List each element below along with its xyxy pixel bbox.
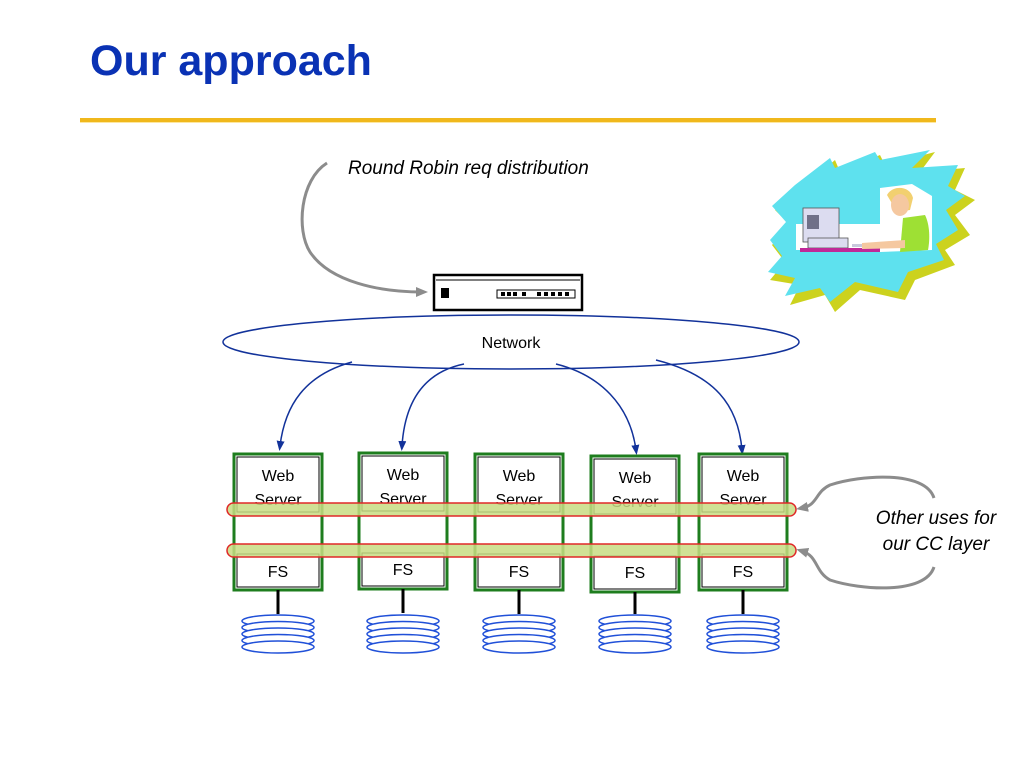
web-server-label: Web (619, 470, 652, 487)
server-node: Web Server FS (357, 451, 449, 613)
disk-stack-icon (598, 614, 672, 654)
round-robin-callout-arrow (300, 161, 428, 297)
network-label: Network (482, 335, 542, 352)
title-divider (80, 118, 936, 123)
other-uses-label-line2: our CC layer (883, 534, 990, 555)
disk-stack-icon (241, 614, 315, 654)
disk-platter (598, 640, 672, 654)
load-balancer-switch (432, 273, 584, 312)
web-server-label: Web (727, 468, 760, 485)
fs-label: FS (733, 564, 753, 581)
disk-platter (241, 640, 315, 654)
disk-stacks (241, 614, 780, 654)
switch-device-icon (432, 273, 584, 312)
web-server-label: Web (262, 468, 295, 485)
server-node: Web Server FS (473, 452, 565, 614)
server-node: Web Server FS (589, 454, 681, 614)
person-at-computer-icon (768, 150, 975, 312)
server-node: Web Server FS (232, 452, 324, 614)
server-node: Web Server FS (697, 452, 789, 614)
cc-layer-band-fs (226, 543, 797, 558)
disk-stack-icon (706, 614, 780, 654)
fs-label: FS (625, 565, 645, 582)
web-server-label: Web (387, 467, 420, 484)
disk-platter (366, 640, 440, 654)
other-uses-label-line1: Other uses for (876, 508, 997, 529)
request-arrow-4 (555, 363, 640, 455)
fs-label: FS (509, 564, 529, 581)
request-arrow-2 (398, 363, 465, 451)
page-title: Our approach (90, 37, 372, 85)
web-server-label: Web (503, 468, 536, 485)
cc-layer-band-web (226, 502, 797, 517)
network-cloud: Network (222, 314, 800, 370)
disk-platter (482, 640, 556, 654)
request-arrow-1 (276, 361, 353, 451)
request-arrow-5 (655, 359, 746, 455)
disk-stack-icon (366, 614, 440, 654)
disk-platter (706, 640, 780, 654)
disk-stack-icon (482, 614, 556, 654)
round-robin-label: Round Robin req distribution (348, 158, 589, 179)
other-uses-arrow-bottom (796, 548, 936, 590)
fs-label: FS (393, 562, 413, 579)
fs-label: FS (268, 564, 288, 581)
other-uses-arrow-top (796, 475, 936, 512)
